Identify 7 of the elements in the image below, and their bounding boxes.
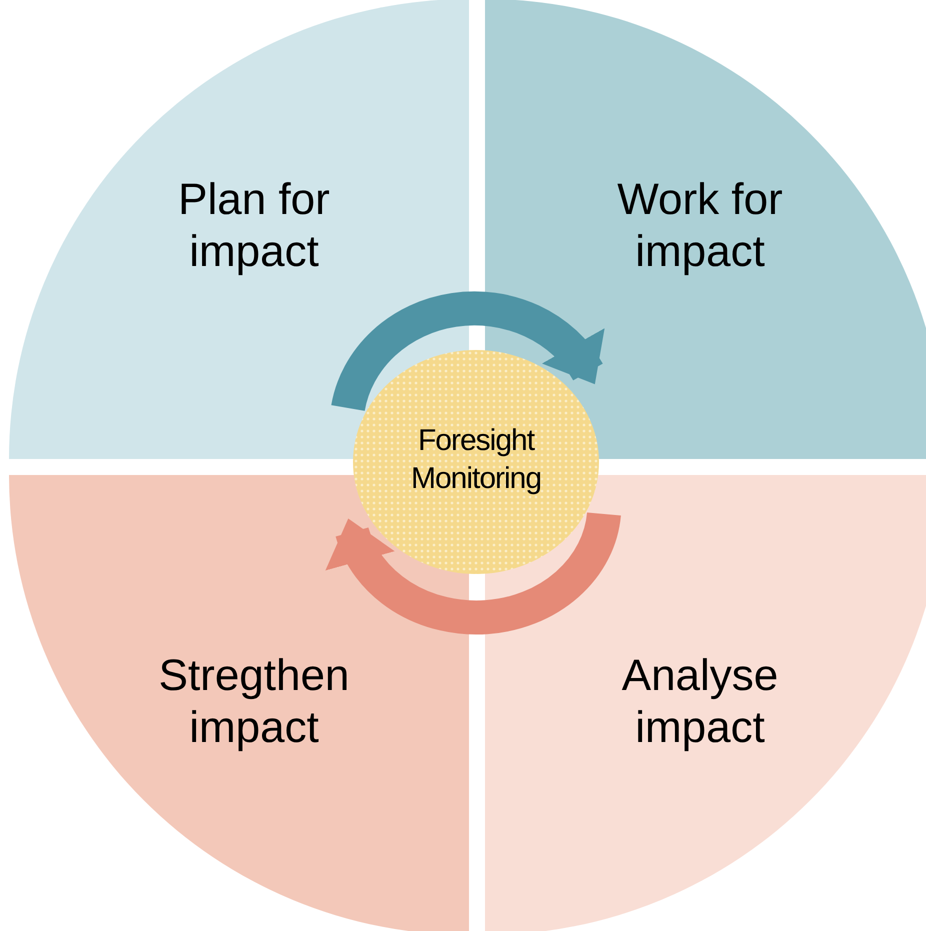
curved-arrow xyxy=(328,511,621,634)
center-label: Foresight Monitoring xyxy=(410,423,542,497)
curved-arrow xyxy=(331,292,602,412)
quadrant-label: Analyse impact xyxy=(620,650,780,754)
quadrant-label: Plan for impact xyxy=(177,174,331,278)
quadrant-label: Work for impact xyxy=(616,174,784,278)
quadrant-label: Stregthen impact xyxy=(158,650,350,754)
